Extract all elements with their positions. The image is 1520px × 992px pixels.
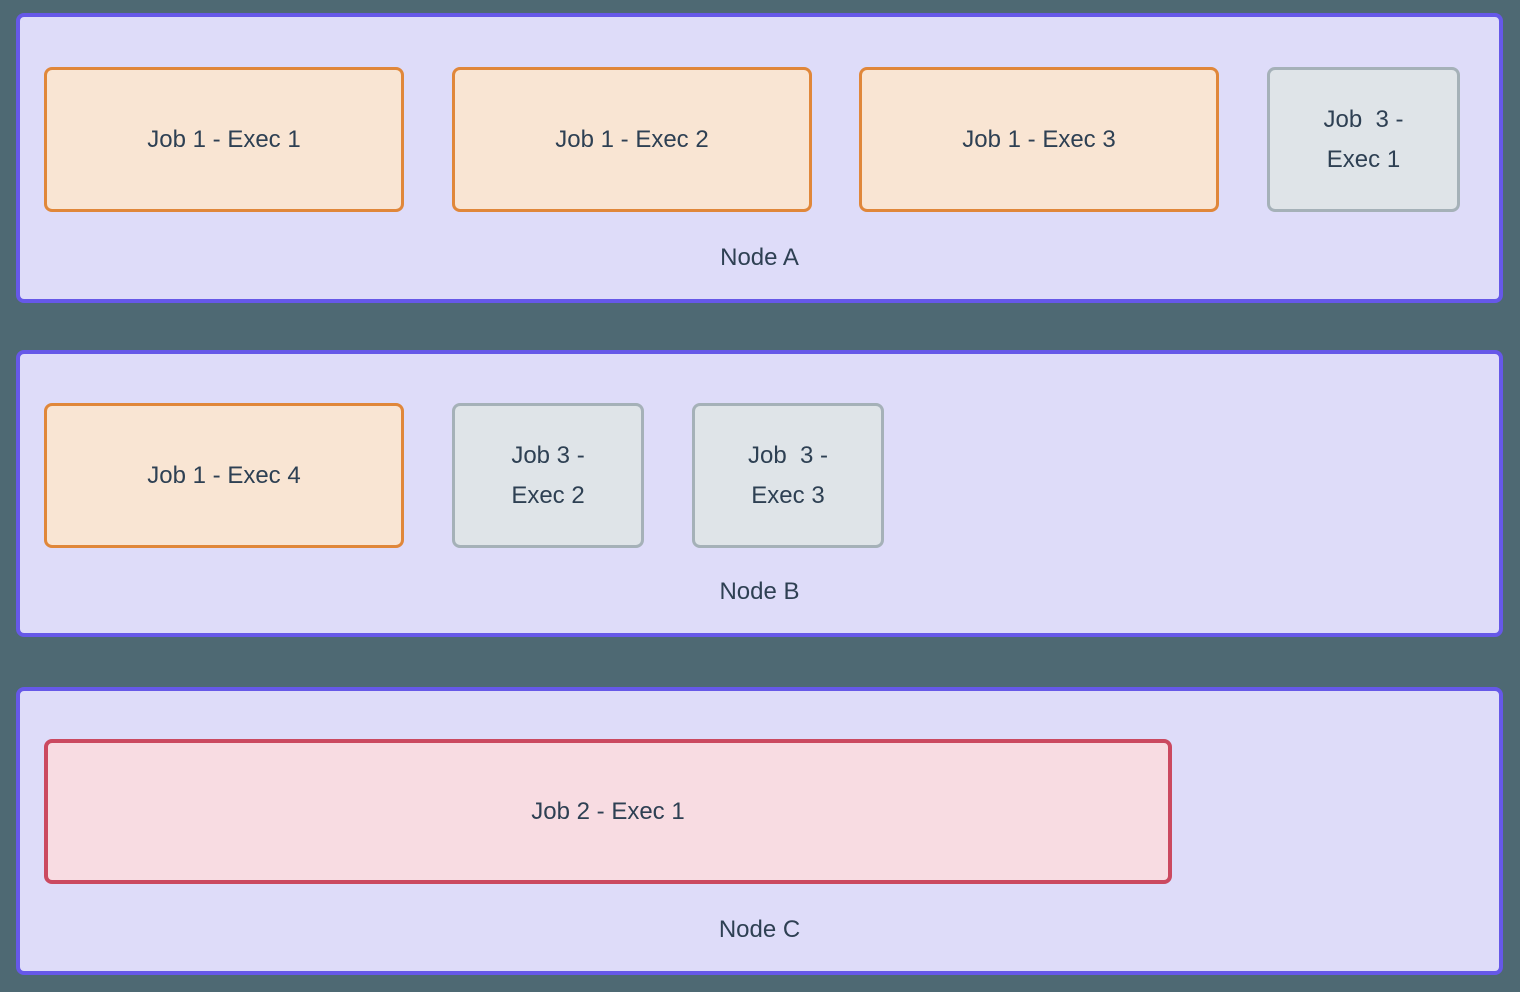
job3-exec2-box: Job 3 - Exec 2	[452, 403, 644, 548]
job3-exec1-label: Job 3 - Exec 1	[1323, 105, 1404, 173]
job1-exec2-box: Job 1 - Exec 2	[452, 67, 812, 212]
job1-exec2-label: Job 1 - Exec 2	[555, 125, 709, 153]
job3-exec3-box: Job 3 - Exec 3	[692, 403, 884, 548]
job2-exec1-label: Job 2 - Exec 1	[531, 797, 685, 825]
node-b-container: Job 1 - Exec 4 Job 3 - Exec 2 Job 3 - Ex…	[16, 350, 1503, 637]
job3-exec1-box: Job 3 - Exec 1	[1267, 67, 1460, 212]
node-c-container: Job 2 - Exec 1 Node C	[16, 687, 1503, 975]
job1-exec4-label: Job 1 - Exec 4	[147, 461, 301, 489]
node-a-container: Job 1 - Exec 1 Job 1 - Exec 2 Job 1 - Ex…	[16, 13, 1503, 303]
node-b-label: Node B	[719, 578, 800, 605]
node-c-label: Node C	[718, 916, 801, 943]
job3-exec3-label: Job 3 - Exec 3	[747, 441, 829, 509]
job1-exec4-box: Job 1 - Exec 4	[44, 403, 404, 548]
node-a-label: Node A	[720, 244, 799, 271]
job1-exec3-label: Job 1 - Exec 3	[962, 125, 1116, 153]
job1-exec3-box: Job 1 - Exec 3	[859, 67, 1219, 212]
job3-exec2-label: Job 3 - Exec 2	[511, 441, 585, 509]
job1-exec1-label: Job 1 - Exec 1	[147, 125, 301, 153]
job1-exec1-box: Job 1 - Exec 1	[44, 67, 404, 212]
job2-exec1-box: Job 2 - Exec 1	[44, 739, 1172, 884]
